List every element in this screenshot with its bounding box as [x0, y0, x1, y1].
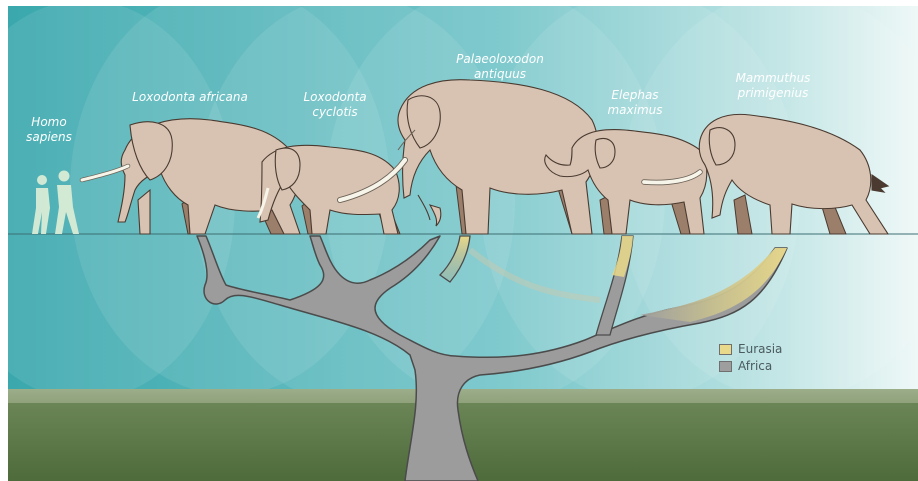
legend-swatch-eurasia	[719, 344, 732, 355]
legend-item-eurasia: Eurasia	[719, 342, 782, 356]
label-homo-sapiens: Homo sapiens	[14, 115, 84, 145]
label-palaeoloxodon-antiquus-line2: antiquus	[430, 67, 570, 82]
label-elephas-maximus-line1: Elephas	[590, 88, 680, 103]
label-palaeoloxodon-antiquus: Palaeoloxodon antiquus	[430, 52, 570, 82]
label-mammuthus-primigenius-line1: Mammuthus	[718, 71, 828, 86]
legend-swatch-africa	[719, 361, 732, 372]
label-loxodonta-cyclotis-line1: Loxodonta	[285, 90, 385, 105]
label-homo-sapiens-line1: Homo	[14, 115, 84, 130]
label-loxodonta-africana-line1: Loxodonta africana	[110, 90, 270, 105]
legend-item-africa: Africa	[719, 359, 772, 373]
label-loxodonta-africana: Loxodonta africana	[110, 90, 270, 105]
label-mammuthus-primigenius: Mammuthus primigenius	[718, 71, 828, 101]
legend-label-eurasia: Eurasia	[738, 342, 782, 356]
label-mammuthus-primigenius-line2: primigenius	[718, 86, 828, 101]
label-homo-sapiens-line2: sapiens	[14, 130, 84, 145]
label-elephas-maximus-line2: maximus	[590, 103, 680, 118]
label-elephas-maximus: Elephas maximus	[590, 88, 680, 118]
label-loxodonta-cyclotis-line2: cyclotis	[285, 105, 385, 120]
label-palaeoloxodon-antiquus-line1: Palaeoloxodon	[430, 52, 570, 67]
legend-label-africa: Africa	[738, 359, 772, 373]
label-loxodonta-cyclotis: Loxodonta cyclotis	[285, 90, 385, 120]
